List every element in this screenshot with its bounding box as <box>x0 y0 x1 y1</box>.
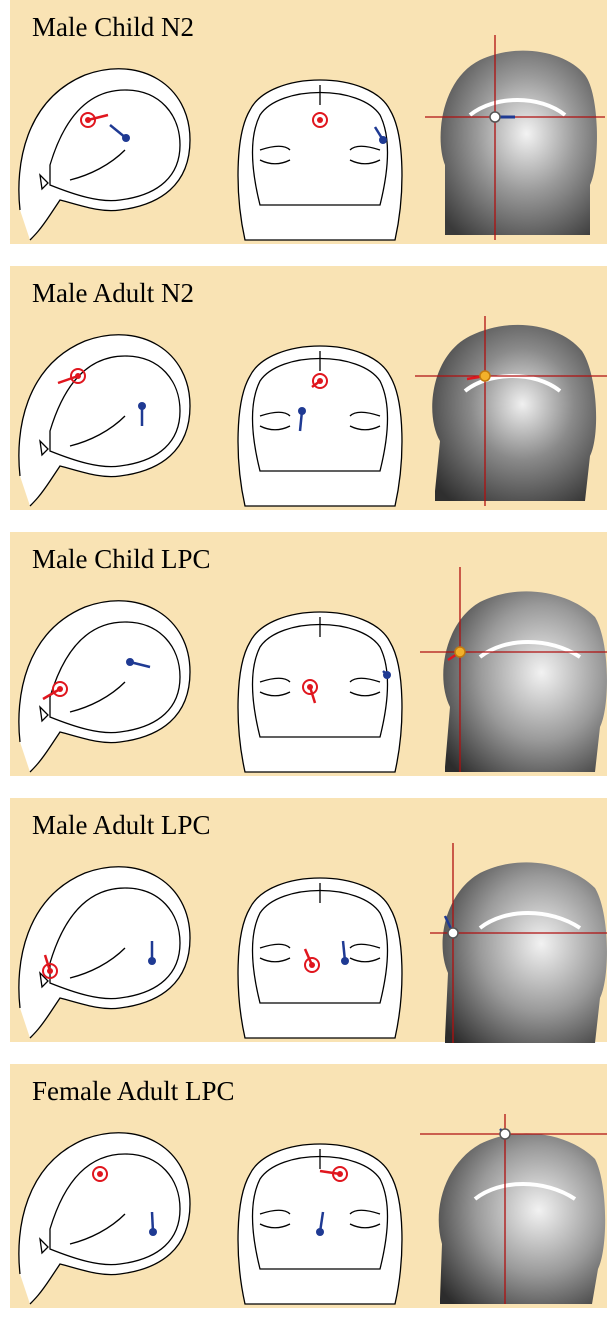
panel-male-child-n2: Male Child N2 <box>10 0 607 244</box>
panel-male-adult-lpc: Male Adult LPC <box>10 798 607 1042</box>
lateral-head-view <box>10 1119 210 1309</box>
posterior-head-view <box>225 853 415 1043</box>
lateral-head-view <box>10 587 210 777</box>
mri-sagittal-view <box>420 838 607 1043</box>
panel-male-child-lpc: Male Child LPC <box>10 532 607 776</box>
lateral-head-view <box>10 853 210 1043</box>
mri-sagittal-view <box>420 1109 607 1304</box>
posterior-head-view <box>225 587 415 777</box>
panel-title: Male Child N2 <box>32 12 194 43</box>
mri-sagittal-view <box>425 35 605 240</box>
lateral-head-view <box>10 321 210 511</box>
mri-sagittal-view <box>420 567 607 772</box>
panel-title: Male Child LPC <box>32 544 211 575</box>
panel-title: Female Adult LPC <box>32 1076 235 1107</box>
panel-title: Male Adult N2 <box>32 278 194 309</box>
dipole-blue <box>383 671 391 679</box>
posterior-head-view <box>225 1119 415 1309</box>
posterior-head-view <box>225 321 415 511</box>
dipole-blue <box>500 1129 510 1139</box>
mri-sagittal-view <box>410 306 607 506</box>
posterior-head-view <box>225 55 415 245</box>
panel-female-adult-lpc: Female Adult LPC <box>10 1064 607 1308</box>
panel-male-adult-n2: Male Adult N2 <box>10 266 607 510</box>
lateral-head-view <box>10 55 210 245</box>
panel-title: Male Adult LPC <box>32 810 211 841</box>
